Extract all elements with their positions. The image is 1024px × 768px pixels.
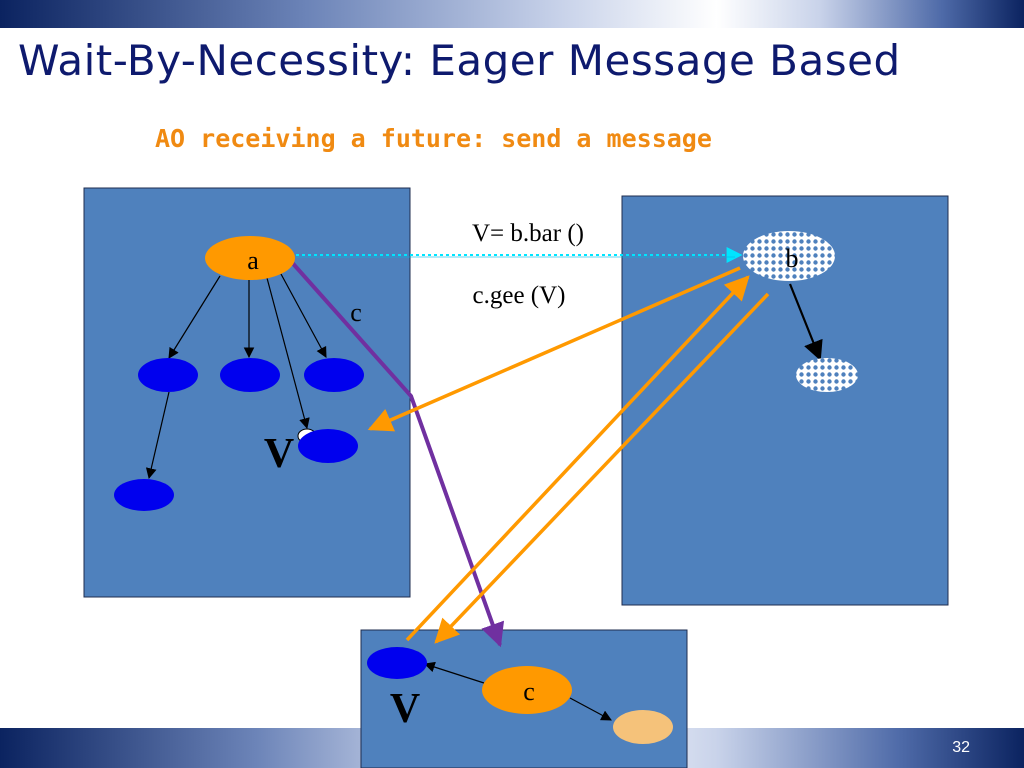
label-c-bottom: c (523, 677, 535, 706)
label-second-call: c.gee (V) (473, 282, 566, 309)
label-c-ref: c (350, 298, 362, 327)
label-call: V= b.bar () (472, 220, 584, 247)
ref-arrow-c-to-v-bottom (423, 661, 485, 684)
ref-arrow-b-to-child (788, 283, 823, 361)
object-c (482, 666, 572, 714)
ref-arrow-c-to-light-object (569, 697, 612, 721)
ref-arrow-obj1-to-obj4 (145, 391, 170, 480)
label-b: b (786, 244, 799, 273)
object-b (743, 231, 835, 281)
object-blue-4 (114, 479, 174, 511)
slide-number: 32 (952, 739, 970, 756)
reference-a-to-c (286, 256, 505, 648)
ref-arrow-a-to-obj3 (280, 273, 327, 358)
object-v-left (298, 429, 358, 463)
label-v-left: V (264, 431, 294, 477)
slide-subtitle: AO receiving a future: send a message (155, 124, 712, 153)
object-blue-1 (138, 358, 198, 392)
object-a (205, 236, 295, 280)
object-b-child (796, 358, 858, 392)
ref-arrow-a-to-v (266, 277, 310, 430)
object-blue-3 (304, 358, 364, 392)
top-decorative-band (0, 0, 1024, 28)
label-a: a (247, 246, 259, 275)
message-arrow-b-to-v-left (367, 266, 741, 432)
object-v-bottom (367, 647, 427, 679)
message-arrow-v-bottom-to-b (405, 275, 750, 642)
object-light-orange (613, 710, 673, 744)
message-arrow-b-to-v-bottom (434, 292, 770, 644)
slide-title: Wait-By-Necessity: Eager Message Based (18, 36, 901, 85)
label-v-bottom: V (390, 686, 420, 732)
ref-arrow-a-to-obj1 (168, 275, 221, 359)
object-blue-2 (220, 358, 280, 392)
